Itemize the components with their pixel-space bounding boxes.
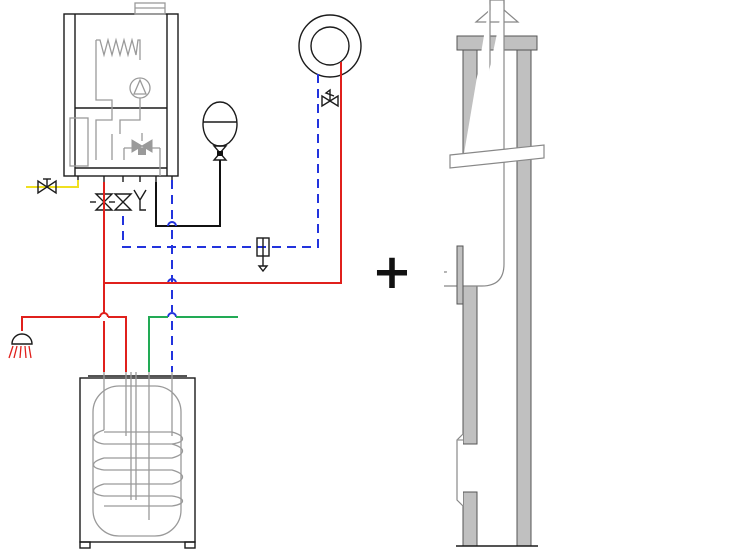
flue-terminal bbox=[474, 0, 520, 23]
gas-line bbox=[26, 180, 79, 188]
expansion-vessel bbox=[155, 101, 238, 227]
heat-exchanger-icon bbox=[96, 37, 141, 60]
cylinder-casing bbox=[79, 377, 196, 543]
boiler-internal-pipe bbox=[95, 40, 113, 130]
radiator-valve-icon bbox=[321, 94, 339, 108]
boiler-casing bbox=[63, 13, 179, 177]
return-line-radiator bbox=[122, 74, 319, 248]
boiler bbox=[63, 2, 179, 182]
control-panel bbox=[69, 117, 89, 167]
magnetic-filter bbox=[256, 237, 270, 273]
flow-valve-icon bbox=[94, 193, 114, 211]
radiator-inner-icon bbox=[310, 26, 350, 66]
cold-water-pipe bbox=[148, 316, 238, 372]
return-pipes bbox=[122, 74, 319, 372]
flue-system bbox=[444, 0, 545, 547]
access-hatch bbox=[456, 433, 464, 507]
heating-flow-pipes bbox=[21, 62, 342, 372]
service-valves bbox=[90, 189, 147, 211]
shower-head-icon bbox=[11, 333, 33, 345]
return-valve-icon bbox=[113, 193, 133, 211]
hot-water-to-shower bbox=[21, 316, 127, 372]
wall-bracket bbox=[456, 245, 464, 305]
shower bbox=[8, 333, 33, 359]
radiator-outer-icon bbox=[298, 14, 362, 78]
outer-pipe-right bbox=[516, 49, 532, 547]
gas-valve-icon bbox=[37, 179, 57, 195]
radiator bbox=[298, 14, 362, 108]
cylinder-inner-pipes bbox=[103, 372, 173, 520]
drain-valve-icon bbox=[133, 189, 147, 211]
cylinder-tank bbox=[92, 385, 182, 537]
expansion-vessel-icon bbox=[202, 101, 238, 147]
expansion-pipe bbox=[155, 160, 221, 227]
hot-water-cylinder bbox=[79, 372, 196, 549]
cold-feed-line bbox=[148, 316, 238, 372]
flow-line-radiator bbox=[103, 62, 342, 284]
gas-supply bbox=[26, 178, 79, 195]
three-way-valve-icon bbox=[131, 139, 153, 153]
heating-coil-icon bbox=[92, 429, 184, 507]
plus-sign: + bbox=[372, 244, 412, 300]
ceiling-penetration bbox=[449, 144, 545, 169]
